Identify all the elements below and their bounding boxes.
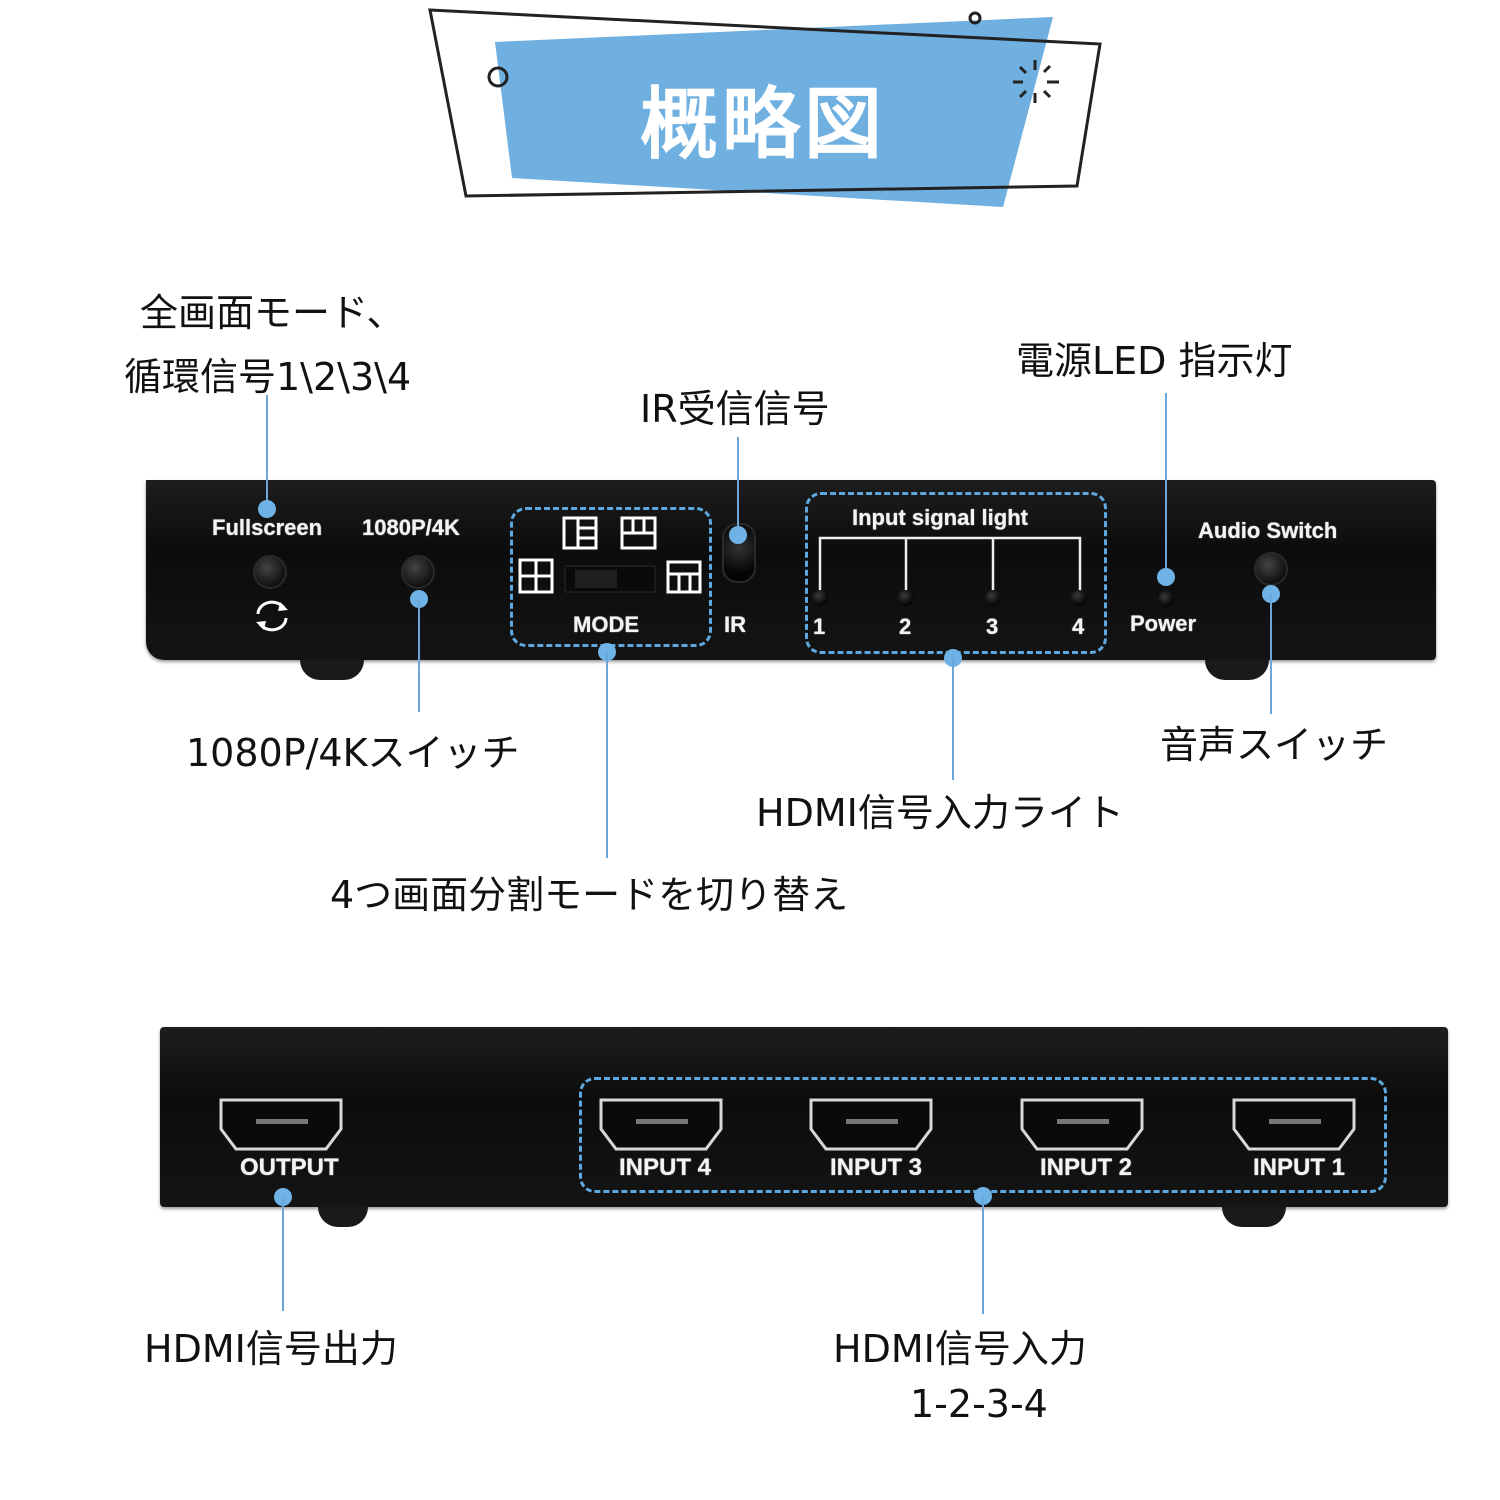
callout-power-led: 電源LED 指示灯 <box>1016 339 1293 383</box>
callout-fullscreen-line1: 全画面モード、 <box>140 291 405 335</box>
power-led <box>1158 591 1174 607</box>
callout-hdmi-in-line2: 1-2-3-4 <box>910 1382 1048 1426</box>
leader-power <box>1165 393 1167 575</box>
leader-mode <box>606 652 608 858</box>
callout-mode-switch: 4つ画面分割モードを切り替え <box>330 873 849 917</box>
input-led-3 <box>985 590 1001 606</box>
leader-ir <box>737 437 739 532</box>
port-label-input-1: INPUT 1 <box>1253 1154 1346 1181</box>
front-panel <box>146 480 1436 660</box>
layout-icons <box>518 516 702 594</box>
front-foot-right <box>1205 660 1269 680</box>
callout-audio-switch: 音声スイッチ <box>1160 723 1389 767</box>
hdmi-port-output <box>219 1098 343 1151</box>
leader-dot-power <box>1157 568 1175 586</box>
led-number-2: 2 <box>899 614 912 639</box>
layout-3-top-1-bottom-icon <box>620 516 657 550</box>
input-led-2 <box>898 590 914 606</box>
front-foot-left <box>300 660 364 680</box>
port-label-input-3: INPUT 3 <box>830 1154 923 1181</box>
layout-quad-icon <box>518 558 554 594</box>
title-banner <box>428 8 1102 207</box>
callout-hdmi-out: HDMI信号出力 <box>144 1327 398 1371</box>
cycle-icon <box>256 600 288 632</box>
led-number-4: 4 <box>1072 614 1085 639</box>
callout-hdmi-in-line1: HDMI信号入力 <box>833 1327 1087 1371</box>
port-label-output: OUTPUT <box>240 1154 339 1181</box>
input-led-1 <box>812 590 828 606</box>
banner-circle-left <box>487 66 509 88</box>
leader-dot-resolution <box>410 590 428 608</box>
banner-circle-top <box>968 11 982 25</box>
sparkle-icon <box>1013 60 1059 103</box>
input-signal-light-label: Input signal light <box>852 505 1028 530</box>
hdmi-port-input-2 <box>1020 1098 1144 1151</box>
callout-fullscreen-line2: 循環信号1\2\3\4 <box>124 355 412 399</box>
power-label: Power <box>1130 611 1197 636</box>
layout-1-top-3-bottom-icon <box>666 560 702 594</box>
hdmi-port-input-4 <box>599 1098 723 1151</box>
input-led-4 <box>1071 590 1087 606</box>
led-bracket <box>818 536 1082 592</box>
audio-switch-label: Audio Switch <box>1198 518 1338 543</box>
leader-output <box>282 1197 284 1311</box>
ir-label: IR <box>724 612 746 637</box>
leader-resolution <box>418 600 420 712</box>
led-number-1: 1 <box>813 614 826 639</box>
callout-ir: IR受信信号 <box>640 387 830 431</box>
fullscreen-button[interactable] <box>253 555 287 589</box>
page-title: 概略図 <box>640 80 887 170</box>
mode-label: MODE <box>573 612 639 637</box>
callout-input-lights: HDMI信号入力ライト <box>756 791 1124 835</box>
leader-audio <box>1270 594 1272 714</box>
leader-dot-fullscreen <box>258 500 276 518</box>
leader-input-lights <box>952 658 954 780</box>
rear-foot-right <box>1222 1207 1286 1227</box>
layout-1-large-3-small-icon <box>562 516 598 550</box>
fullscreen-label: Fullscreen <box>212 515 323 540</box>
banner-outline <box>428 8 1102 198</box>
banner-fill <box>495 17 1053 207</box>
resolution-label: 1080P/4K <box>362 515 460 540</box>
mode-slider-knob <box>575 570 617 588</box>
callout-resolution-switch: 1080P/4Kスイッチ <box>186 731 520 775</box>
leader-dot-ir <box>729 526 747 544</box>
hdmi-port-input-3 <box>809 1098 933 1151</box>
leader-inputs <box>982 1196 984 1314</box>
hdmi-port-input-1 <box>1232 1098 1356 1151</box>
port-label-input-2: INPUT 2 <box>1040 1154 1133 1181</box>
led-number-3: 3 <box>986 614 999 639</box>
leader-fullscreen <box>266 395 268 507</box>
port-label-input-4: INPUT 4 <box>619 1154 712 1181</box>
audio-switch-button[interactable] <box>1254 552 1288 586</box>
rear-foot-left <box>318 1207 368 1227</box>
resolution-button[interactable] <box>401 555 435 589</box>
